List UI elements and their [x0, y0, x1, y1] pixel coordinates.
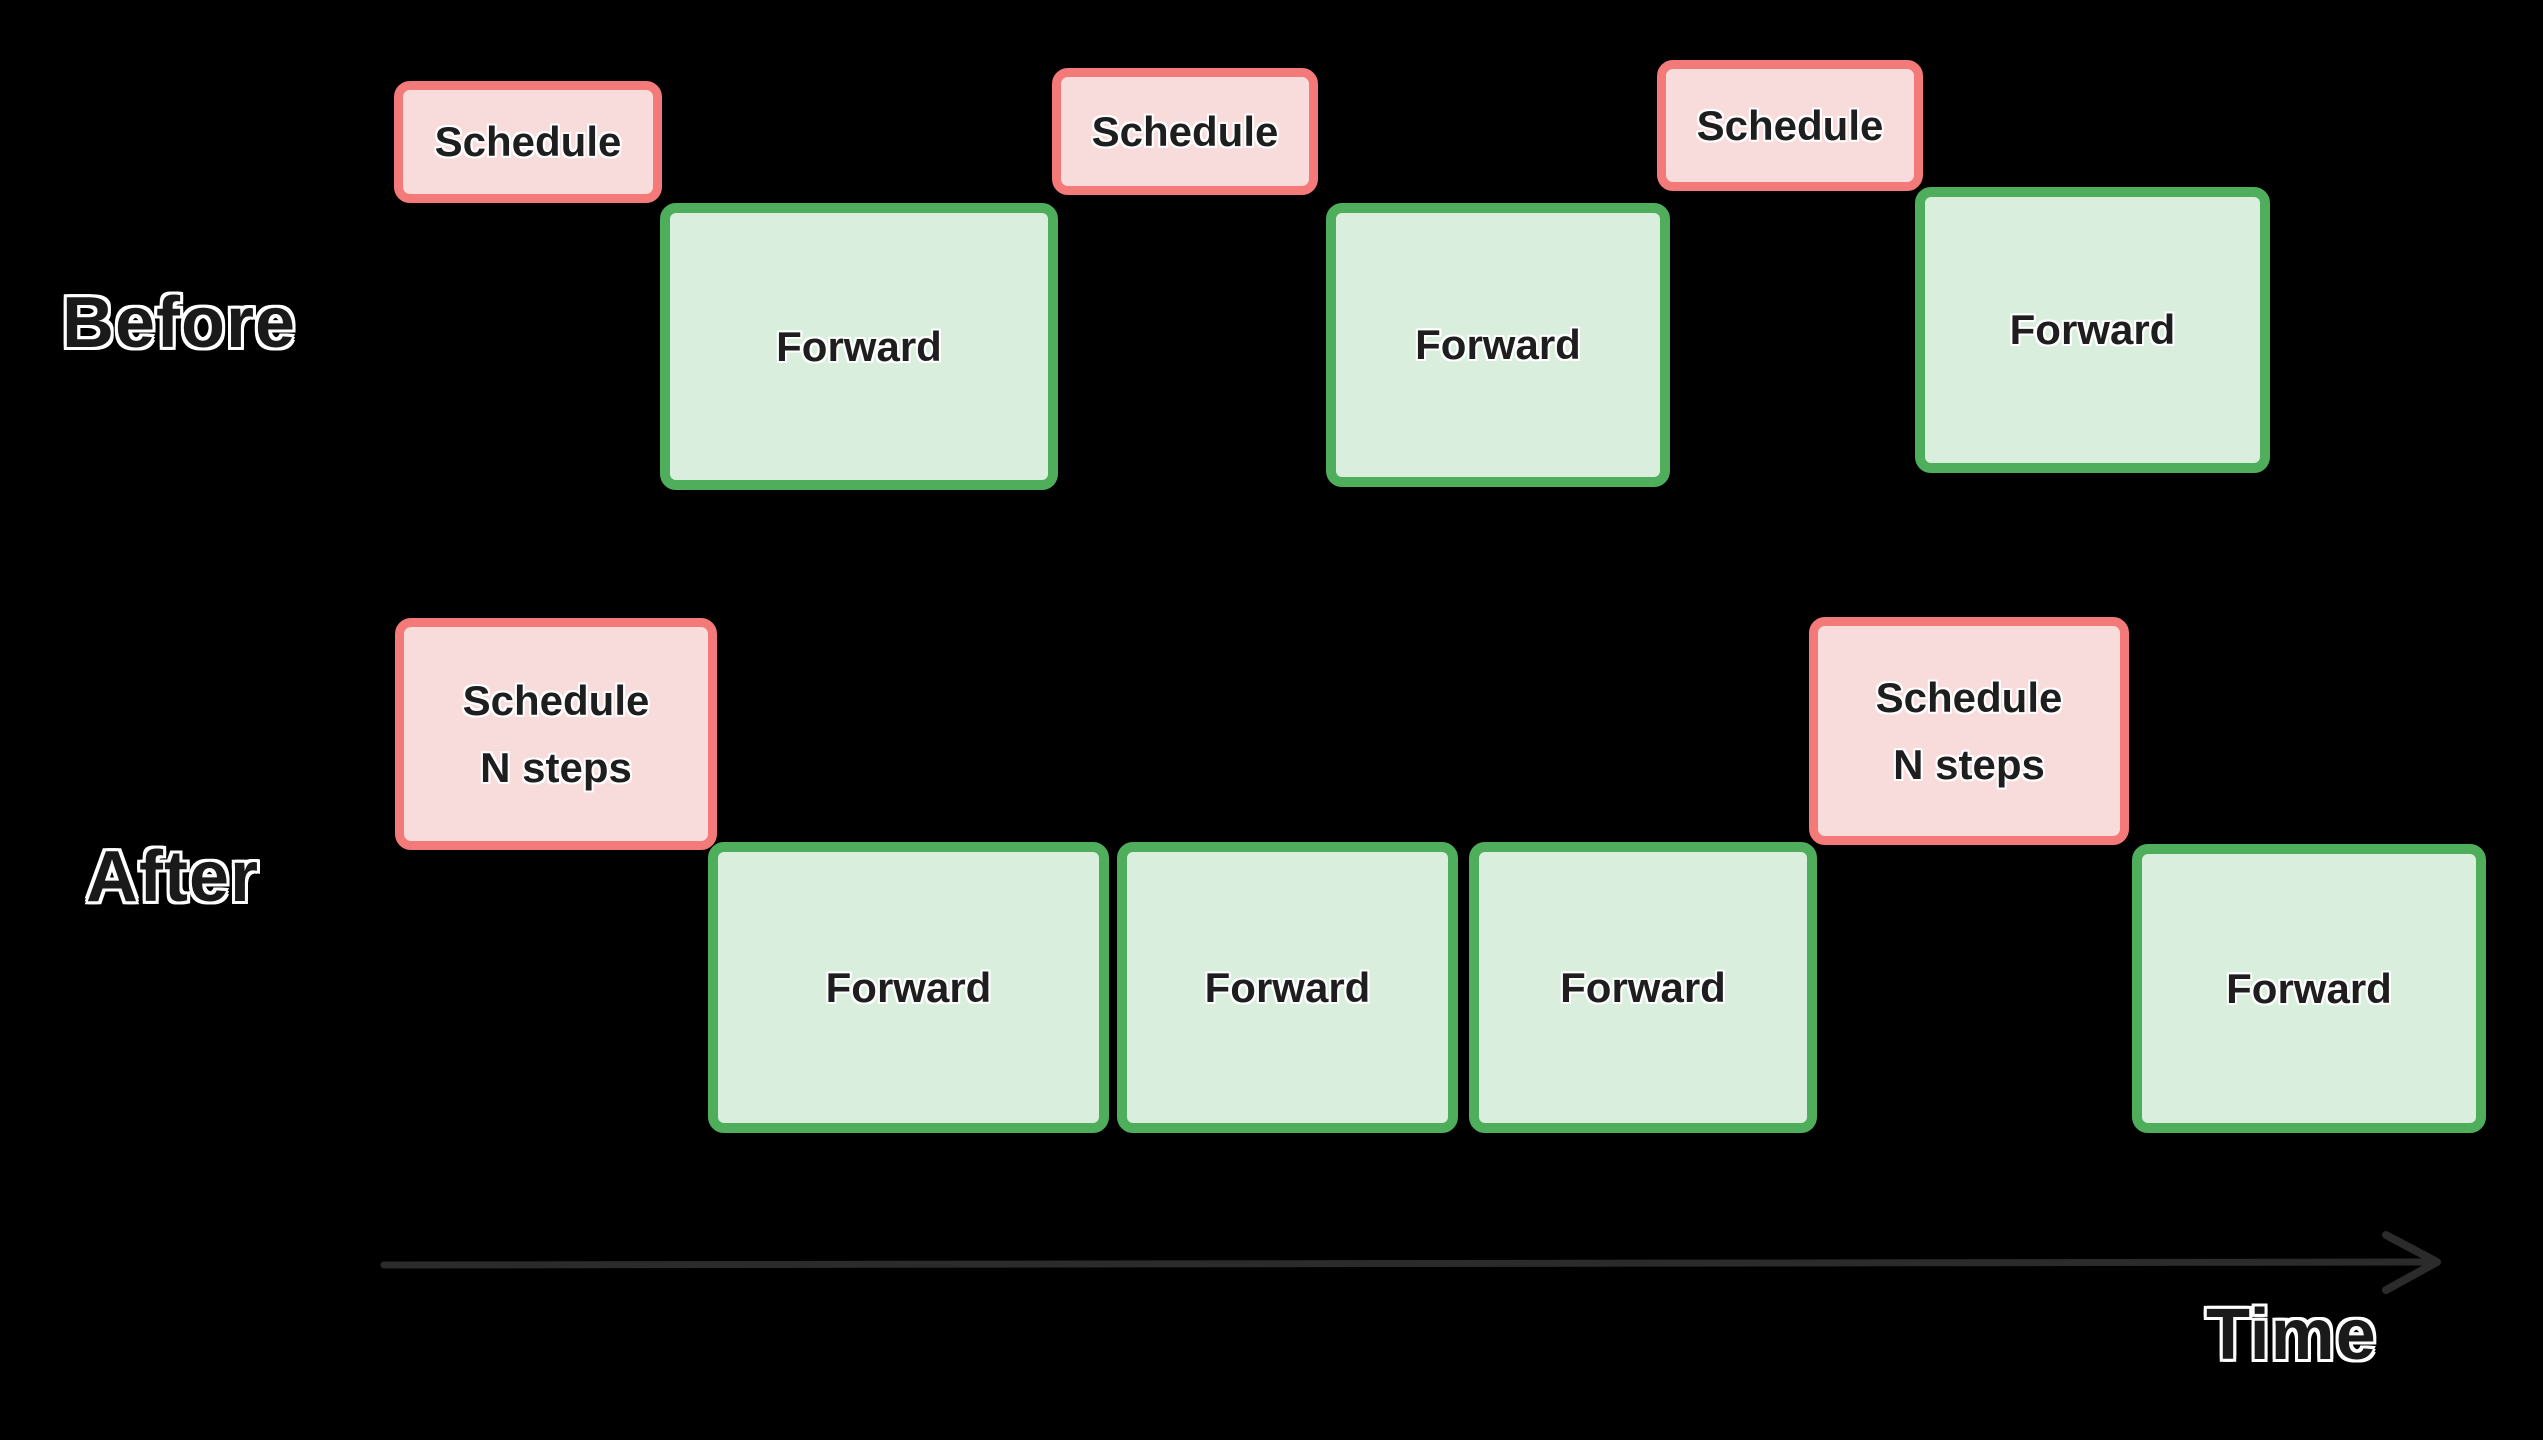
forward-box: Forward — [1326, 203, 1670, 487]
box-label: Schedule — [1696, 101, 1884, 149]
schedule-box: Schedule — [1657, 60, 1923, 191]
box-label: Schedule — [462, 676, 650, 724]
schedule-n-steps-box: Schedule N steps — [395, 618, 717, 850]
box-label: Forward — [1560, 963, 1726, 1011]
box-label: Schedule — [1091, 107, 1279, 155]
box-label: Schedule — [434, 118, 622, 166]
schedule-box: Schedule — [394, 81, 662, 203]
box-label: Forward — [2009, 306, 2176, 354]
forward-box: Forward — [2132, 844, 2486, 1133]
box-label: Forward — [1204, 963, 1371, 1011]
forward-box: Forward — [708, 842, 1109, 1133]
forward-box: Forward — [660, 203, 1058, 490]
box-label: Schedule — [1875, 673, 2063, 721]
box-label: Forward — [776, 322, 942, 370]
row-label-before: Before — [62, 283, 297, 363]
row-label-after: After — [86, 837, 260, 917]
time-axis-label: Time — [2206, 1295, 2377, 1375]
box-label: Forward — [2226, 964, 2392, 1012]
box-label: Forward — [1415, 321, 1581, 369]
box-label: Forward — [825, 963, 992, 1011]
box-label-line2: N steps — [1893, 741, 2045, 788]
schedule-box: Schedule — [1052, 68, 1318, 195]
schedule-n-steps-box: Schedule N steps — [1809, 617, 2129, 845]
forward-box: Forward — [1117, 842, 1458, 1133]
box-label-line2: N steps — [480, 744, 632, 791]
forward-box: Forward — [1469, 842, 1817, 1133]
forward-box: Forward — [1915, 187, 2270, 473]
